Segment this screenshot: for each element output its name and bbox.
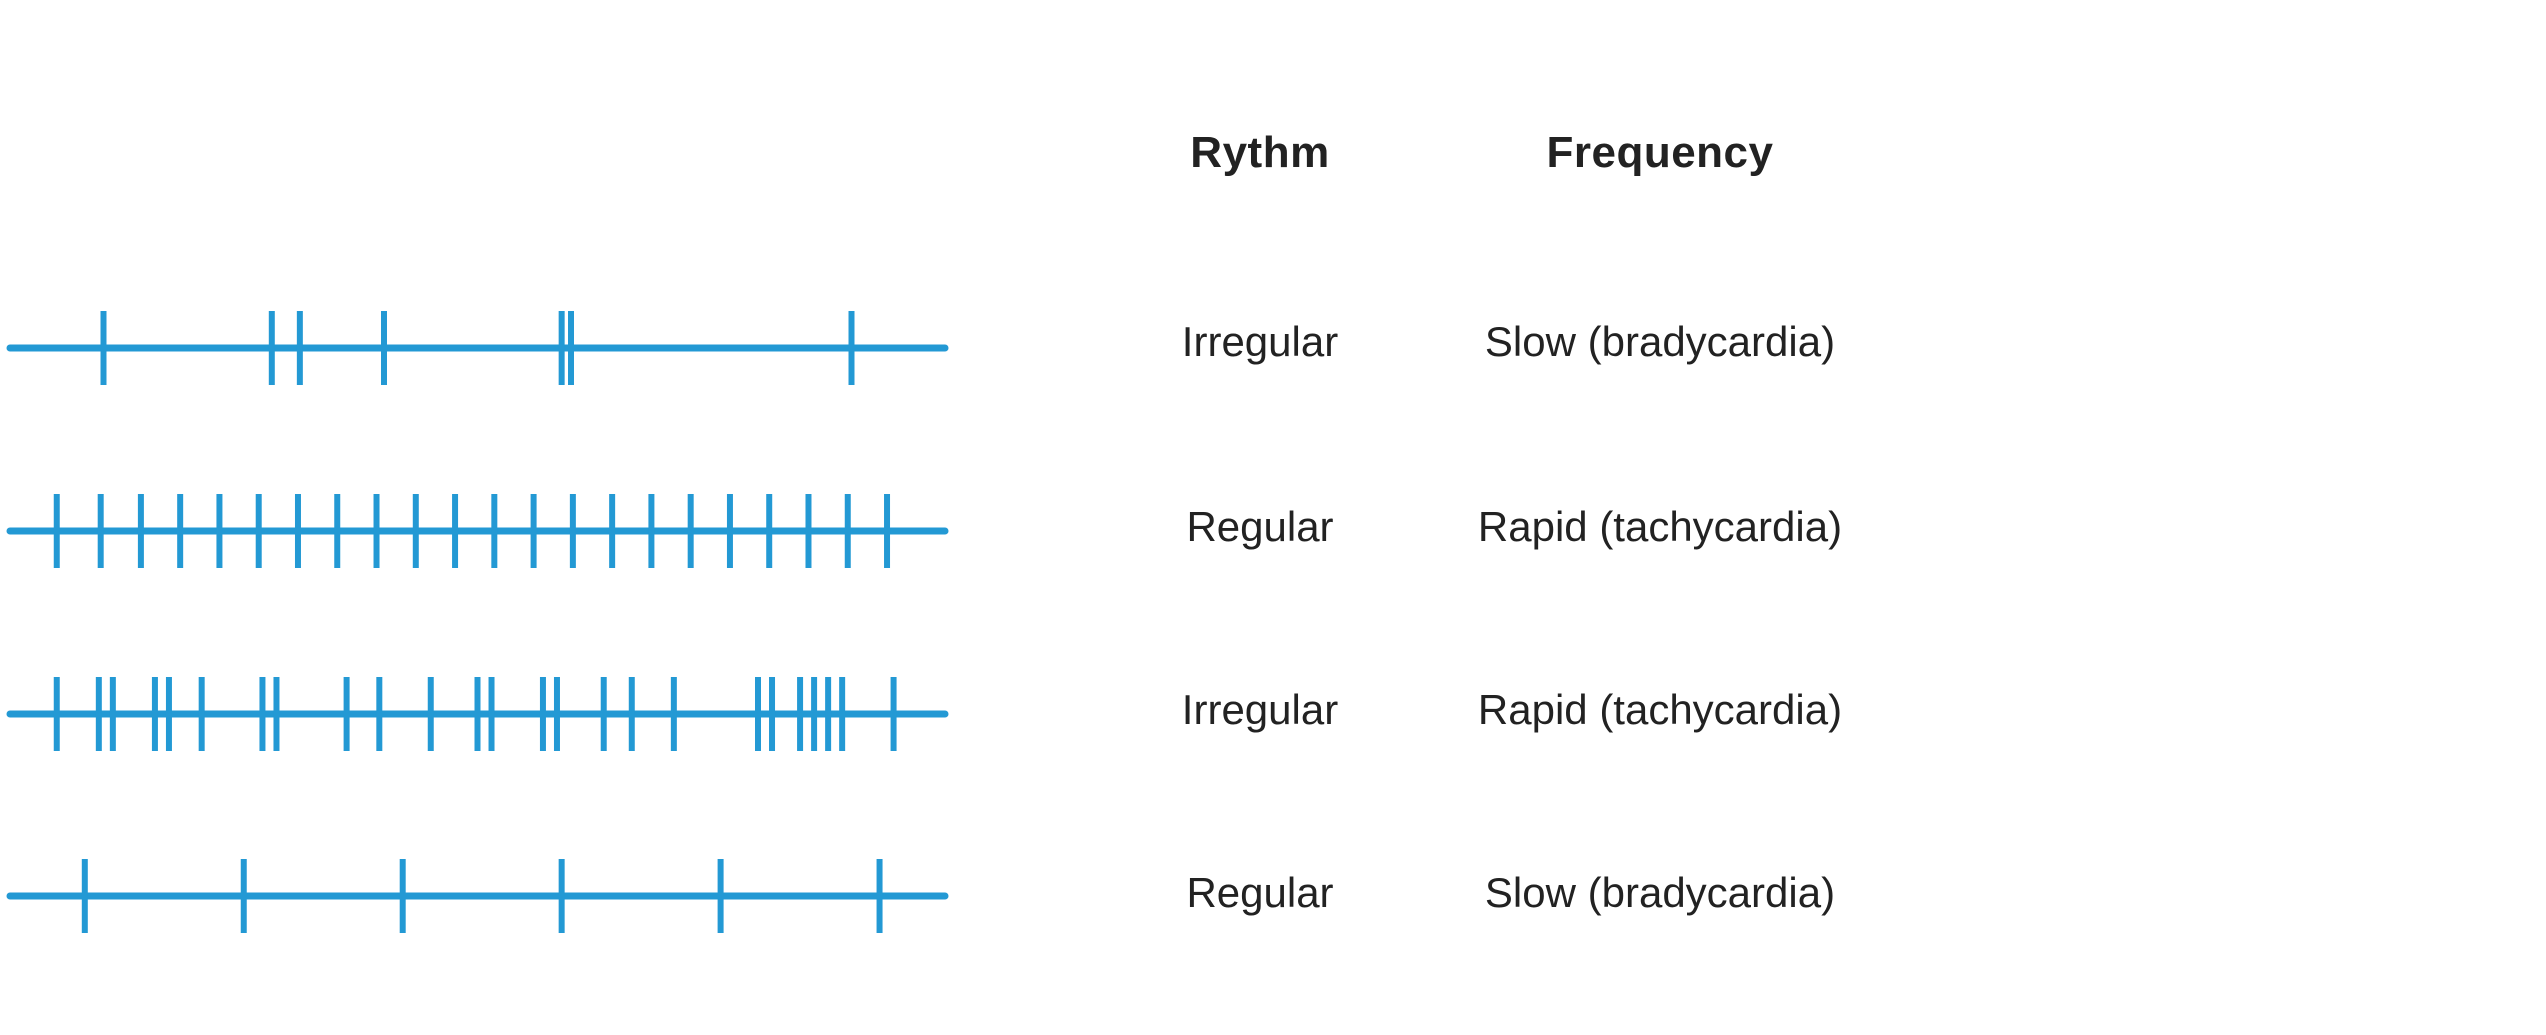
row-2-rhythm: Regular: [1186, 503, 1334, 550]
rhythm-header: Rythm: [1190, 128, 1330, 177]
row-1-rhythm: Irregular: [1181, 318, 1339, 365]
rhythm-strips: [6, 311, 949, 933]
row-4-frequency: Slow (bradycardia): [1484, 869, 1836, 916]
row-1-frequency: Slow (bradycardia): [1484, 318, 1836, 365]
frequency-header: Frequency: [1546, 128, 1774, 177]
row-3-frequency: Rapid (tachycardia): [1477, 686, 1843, 733]
row-3-rhythm: Irregular: [1181, 686, 1339, 733]
row-2-frequency: Rapid (tachycardia): [1477, 503, 1843, 550]
row-4-rhythm: Regular: [1186, 869, 1334, 916]
